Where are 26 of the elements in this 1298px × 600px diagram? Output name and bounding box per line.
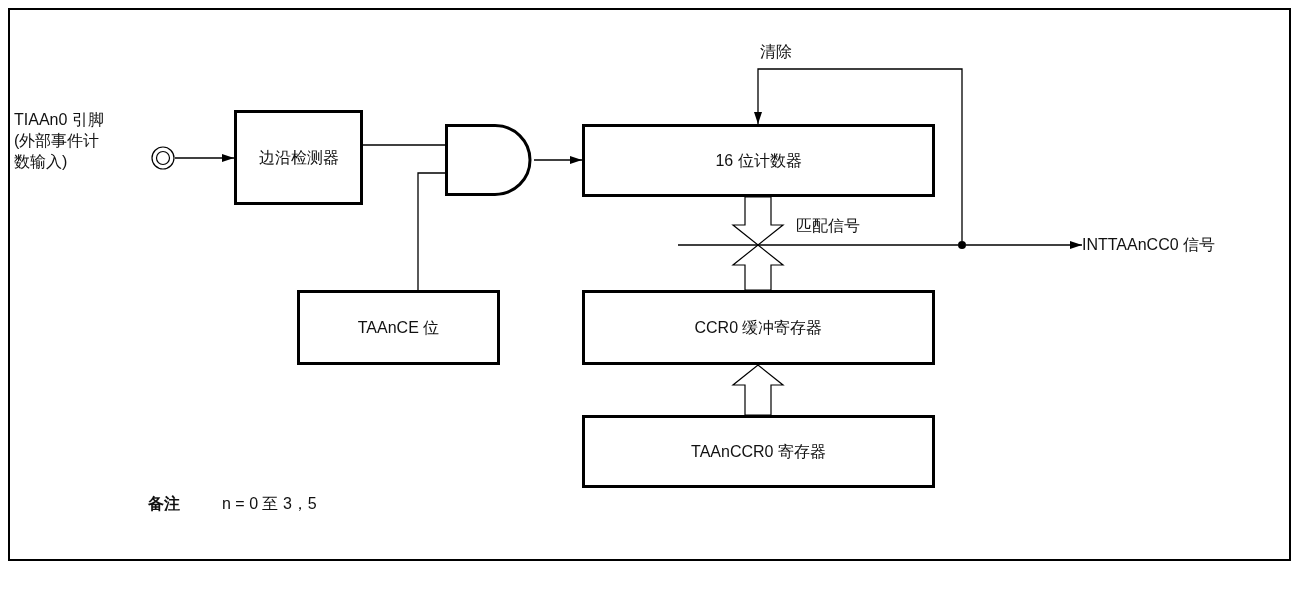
bus-arrow	[731, 196, 785, 246]
edge-label: 清除	[760, 42, 792, 62]
arrow	[754, 68, 963, 242]
signal-line	[677, 244, 959, 246]
note-heading: 备注	[148, 494, 180, 514]
signal-line	[362, 144, 446, 146]
block-box	[297, 290, 500, 365]
signal-label: INTTAAnCC0 信号	[1082, 235, 1216, 256]
block-label: TAAnCE 位	[357, 317, 440, 338]
signal-line	[417, 172, 446, 291]
block-box	[582, 415, 935, 488]
block-label: 16 位计数器	[715, 150, 802, 171]
arrow	[965, 241, 1083, 249]
note-text: n = 0 至 3，5	[222, 494, 317, 514]
bus-arrow	[731, 244, 785, 291]
edge-label: 匹配信号	[796, 216, 860, 236]
block-label: 边沿检测器	[258, 147, 339, 168]
arrow	[174, 154, 235, 162]
block-box	[582, 290, 935, 365]
block-box	[582, 124, 935, 197]
arrow	[533, 156, 583, 164]
block-label: TAAnCCR0 寄存器	[691, 441, 826, 462]
pin-label: TIAAn0 引脚 (外部事件计数输入)	[14, 110, 105, 172]
block-label: CCR0 缓冲寄存器	[694, 317, 823, 338]
bus-arrow	[731, 364, 785, 416]
block-box	[234, 110, 363, 205]
